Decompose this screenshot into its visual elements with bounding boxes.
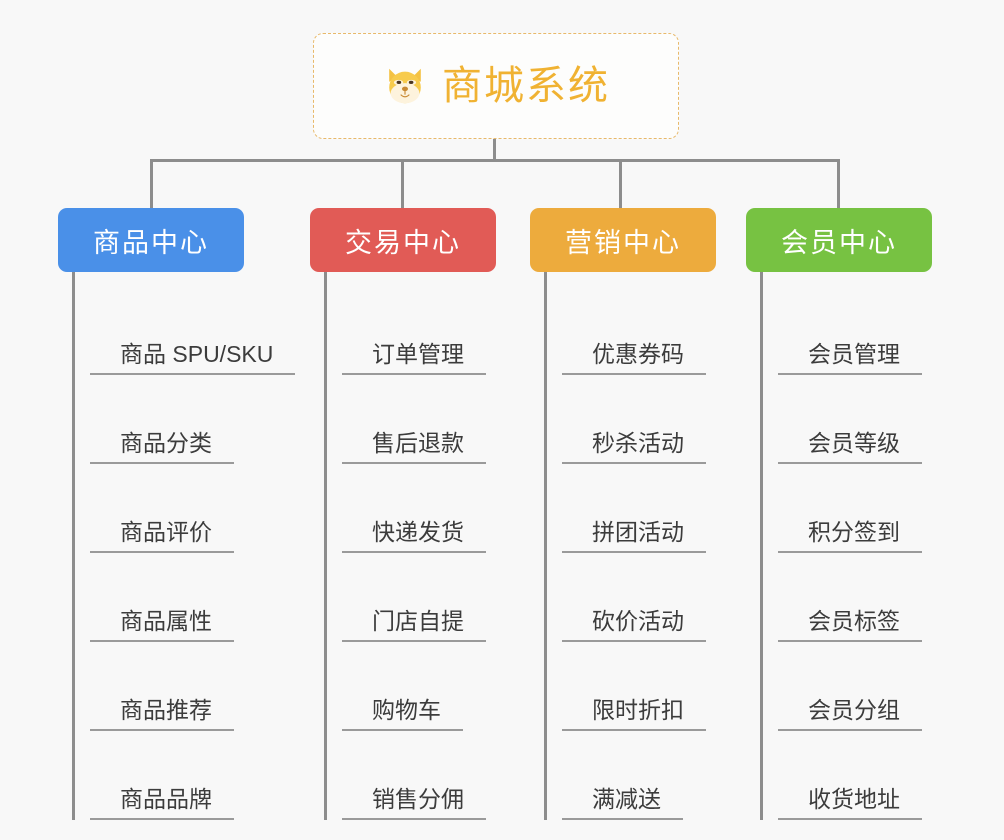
shiba-dog-face-icon <box>389 68 421 105</box>
connector-drop-4 <box>837 159 840 209</box>
leaf-label: 购物车 <box>342 697 463 731</box>
list-item[interactable]: 会员管理 <box>778 286 956 375</box>
leaf-label: 销售分佣 <box>342 786 486 820</box>
list-item[interactable]: 限时折扣 <box>562 642 730 731</box>
branch-column-product-center: 商品中心 商品 SPU/SKU 商品分类 商品评价 商品属性 商品推荐 商品品牌 <box>58 208 296 820</box>
leaf-label: 商品 SPU/SKU <box>90 341 296 375</box>
list-item[interactable]: 销售分佣 <box>342 731 520 820</box>
branch-column-trade-center: 交易中心 订单管理 售后退款 快递发货 门店自提 购物车 销售分佣 <box>310 208 520 820</box>
leaf-list-product-center: 商品 SPU/SKU 商品分类 商品评价 商品属性 商品推荐 商品品牌 <box>72 272 296 820</box>
category-header-trade-center[interactable]: 交易中心 <box>310 208 496 272</box>
list-item[interactable]: 商品评价 <box>90 464 288 553</box>
leaf-label: 积分签到 <box>778 519 922 553</box>
list-item[interactable]: 拼团活动 <box>562 464 730 553</box>
connector-root-stem <box>493 139 496 160</box>
leaf-label: 会员管理 <box>778 341 922 375</box>
leaf-label: 限时折扣 <box>562 697 706 731</box>
list-item[interactable]: 积分签到 <box>778 464 956 553</box>
leaf-label: 收货地址 <box>778 786 922 820</box>
list-item[interactable]: 砍价活动 <box>562 553 730 642</box>
list-item[interactable]: 商品品牌 <box>90 731 288 820</box>
leaf-label: 优惠券码 <box>562 341 706 375</box>
list-item[interactable]: 会员等级 <box>778 375 956 464</box>
list-item[interactable]: 秒杀活动 <box>562 375 730 464</box>
leaf-label: 商品品牌 <box>90 786 234 820</box>
connector-drop-1 <box>150 159 153 209</box>
leaf-label: 会员等级 <box>778 430 922 464</box>
branch-column-member-center: 会员中心 会员管理 会员等级 积分签到 会员标签 会员分组 收货地址 <box>746 208 956 820</box>
list-item[interactable]: 商品分类 <box>90 375 288 464</box>
list-item[interactable]: 收货地址 <box>778 731 956 820</box>
leaf-label: 商品评价 <box>90 519 234 553</box>
leaf-list-trade-center: 订单管理 售后退款 快递发货 门店自提 购物车 销售分佣 <box>324 272 520 820</box>
leaf-label: 售后退款 <box>342 430 486 464</box>
list-item[interactable]: 订单管理 <box>342 286 520 375</box>
root-title: 商城系统 <box>442 64 610 108</box>
leaf-label: 会员标签 <box>778 608 922 642</box>
leaf-label: 商品分类 <box>90 430 234 464</box>
branch-column-marketing-center: 营销中心 优惠券码 秒杀活动 拼团活动 砍价活动 限时折扣 满减送 <box>530 208 730 820</box>
list-item[interactable]: 商品推荐 <box>90 642 288 731</box>
connector-drop-3 <box>619 159 622 209</box>
list-item[interactable]: 售后退款 <box>342 375 520 464</box>
leaf-list-member-center: 会员管理 会员等级 积分签到 会员标签 会员分组 收货地址 <box>760 272 956 820</box>
leaf-label: 秒杀活动 <box>562 430 706 464</box>
list-item[interactable]: 会员标签 <box>778 553 956 642</box>
leaf-label: 门店自提 <box>342 608 486 642</box>
list-item[interactable]: 商品属性 <box>90 553 288 642</box>
connector-drop-2 <box>401 159 404 209</box>
category-header-product-center[interactable]: 商品中心 <box>58 208 244 272</box>
list-item[interactable]: 快递发货 <box>342 464 520 553</box>
leaf-label: 拼团活动 <box>562 519 706 553</box>
connector-horizontal-bar <box>150 159 840 162</box>
leaf-label: 会员分组 <box>778 697 922 731</box>
category-header-marketing-center[interactable]: 营销中心 <box>530 208 716 272</box>
list-item[interactable]: 优惠券码 <box>562 286 730 375</box>
leaf-label: 满减送 <box>562 786 683 820</box>
list-item[interactable]: 购物车 <box>342 642 520 731</box>
leaf-label: 商品属性 <box>90 608 234 642</box>
leaf-list-marketing-center: 优惠券码 秒杀活动 拼团活动 砍价活动 限时折扣 满减送 <box>544 272 730 820</box>
category-header-member-center[interactable]: 会员中心 <box>746 208 932 272</box>
leaf-label: 订单管理 <box>342 341 486 375</box>
leaf-label: 砍价活动 <box>562 608 706 642</box>
list-item[interactable]: 满减送 <box>562 731 730 820</box>
list-item[interactable]: 门店自提 <box>342 553 520 642</box>
list-item[interactable]: 商品 SPU/SKU <box>90 286 296 375</box>
list-item[interactable]: 会员分组 <box>778 642 956 731</box>
leaf-label: 商品推荐 <box>90 697 234 731</box>
root-node[interactable]: 商城系统 <box>313 33 679 139</box>
leaf-label: 快递发货 <box>342 519 486 553</box>
